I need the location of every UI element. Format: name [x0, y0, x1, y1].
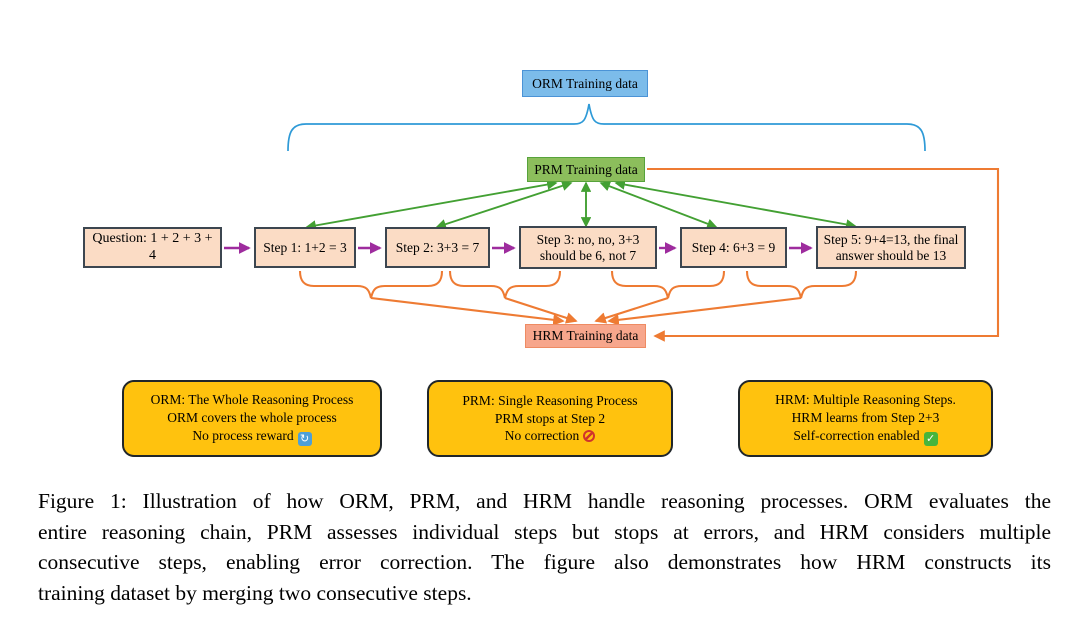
hrm-card-line3: Self-correction enabled✓	[793, 427, 938, 446]
question-box: Question: 1 + 2 + 3 + 4	[83, 227, 222, 268]
prm-legend-card: PRM: Single Reasoning Process PRM stops …	[427, 380, 673, 457]
step5-box: Step 5: 9+4=13, the final answer should …	[816, 226, 966, 269]
hrm-card-line2: HRM learns from Step 2+3	[791, 410, 940, 425]
orm-card-line3: No process reward↻	[192, 427, 312, 446]
orm-training-data-box: ORM Training data	[522, 70, 648, 97]
hrm-card-line1: HRM: Multiple Reasoning Steps.	[775, 392, 956, 408]
step2-box: Step 2: 3+3 = 7	[385, 227, 490, 268]
prm-arrow-step2	[435, 180, 573, 230]
merge-brace-step3-4	[610, 270, 726, 299]
merge-brace-step1-2	[298, 270, 444, 299]
merge1-to-hrm	[370, 296, 565, 326]
prm-training-data-box: PRM Training data	[527, 157, 645, 182]
prm-to-hrm-route	[647, 167, 1000, 342]
orm-legend-card: ORM: The Whole Reasoning Process ORM cov…	[122, 380, 382, 457]
hrm-connectors	[298, 167, 1000, 342]
hrm-legend-card: HRM: Multiple Reasoning Steps. HRM learn…	[738, 380, 993, 457]
prohibited-icon	[583, 430, 596, 443]
repeat-icon: ↻	[297, 431, 312, 446]
caption-line: Figure 1: Illustration of how ORM, PRM, …	[38, 489, 1051, 513]
check-icon: ✓	[923, 431, 938, 446]
merge-brace-step4-5	[745, 270, 858, 299]
prm-arrow-step5	[614, 179, 857, 230]
prm-card-line1: PRM: Single Reasoning Process	[462, 393, 638, 409]
orm-card-line1: ORM: The Whole Reasoning Process	[150, 392, 354, 408]
prm-arrow-step4	[599, 181, 718, 229]
orm-card-line2: ORM covers the whole process	[167, 410, 337, 425]
prm-step-arrows	[305, 179, 857, 231]
merge4-to-hrm	[607, 296, 802, 326]
caption-line: training dataset by merging two consecut…	[38, 580, 472, 605]
merge2-to-hrm	[504, 297, 578, 324]
caption-line: consecutive steps, enabling error correc…	[38, 550, 1051, 574]
prm-card-line3: No correction	[505, 427, 596, 445]
step4-box: Step 4: 6+3 = 9	[680, 227, 787, 268]
hrm-training-data-box: HRM Training data	[525, 324, 646, 348]
step3-box: Step 3: no, no, 3+3 should be 6, not 7	[519, 226, 657, 269]
prm-arrow-step1	[305, 179, 558, 231]
orm-scope-brace	[287, 103, 926, 152]
merge-brace-step2-3	[448, 270, 562, 299]
figure-caption: Figure 1: Illustration of how ORM, PRM, …	[38, 486, 1051, 608]
prm-card-line2: PRM stops at Step 2	[494, 410, 606, 426]
diagram-connectors	[224, 103, 1000, 342]
step1-box: Step 1: 1+2 = 3	[254, 227, 356, 268]
caption-line: entire reasoning chain, PRM assesses ind…	[38, 519, 1051, 544]
